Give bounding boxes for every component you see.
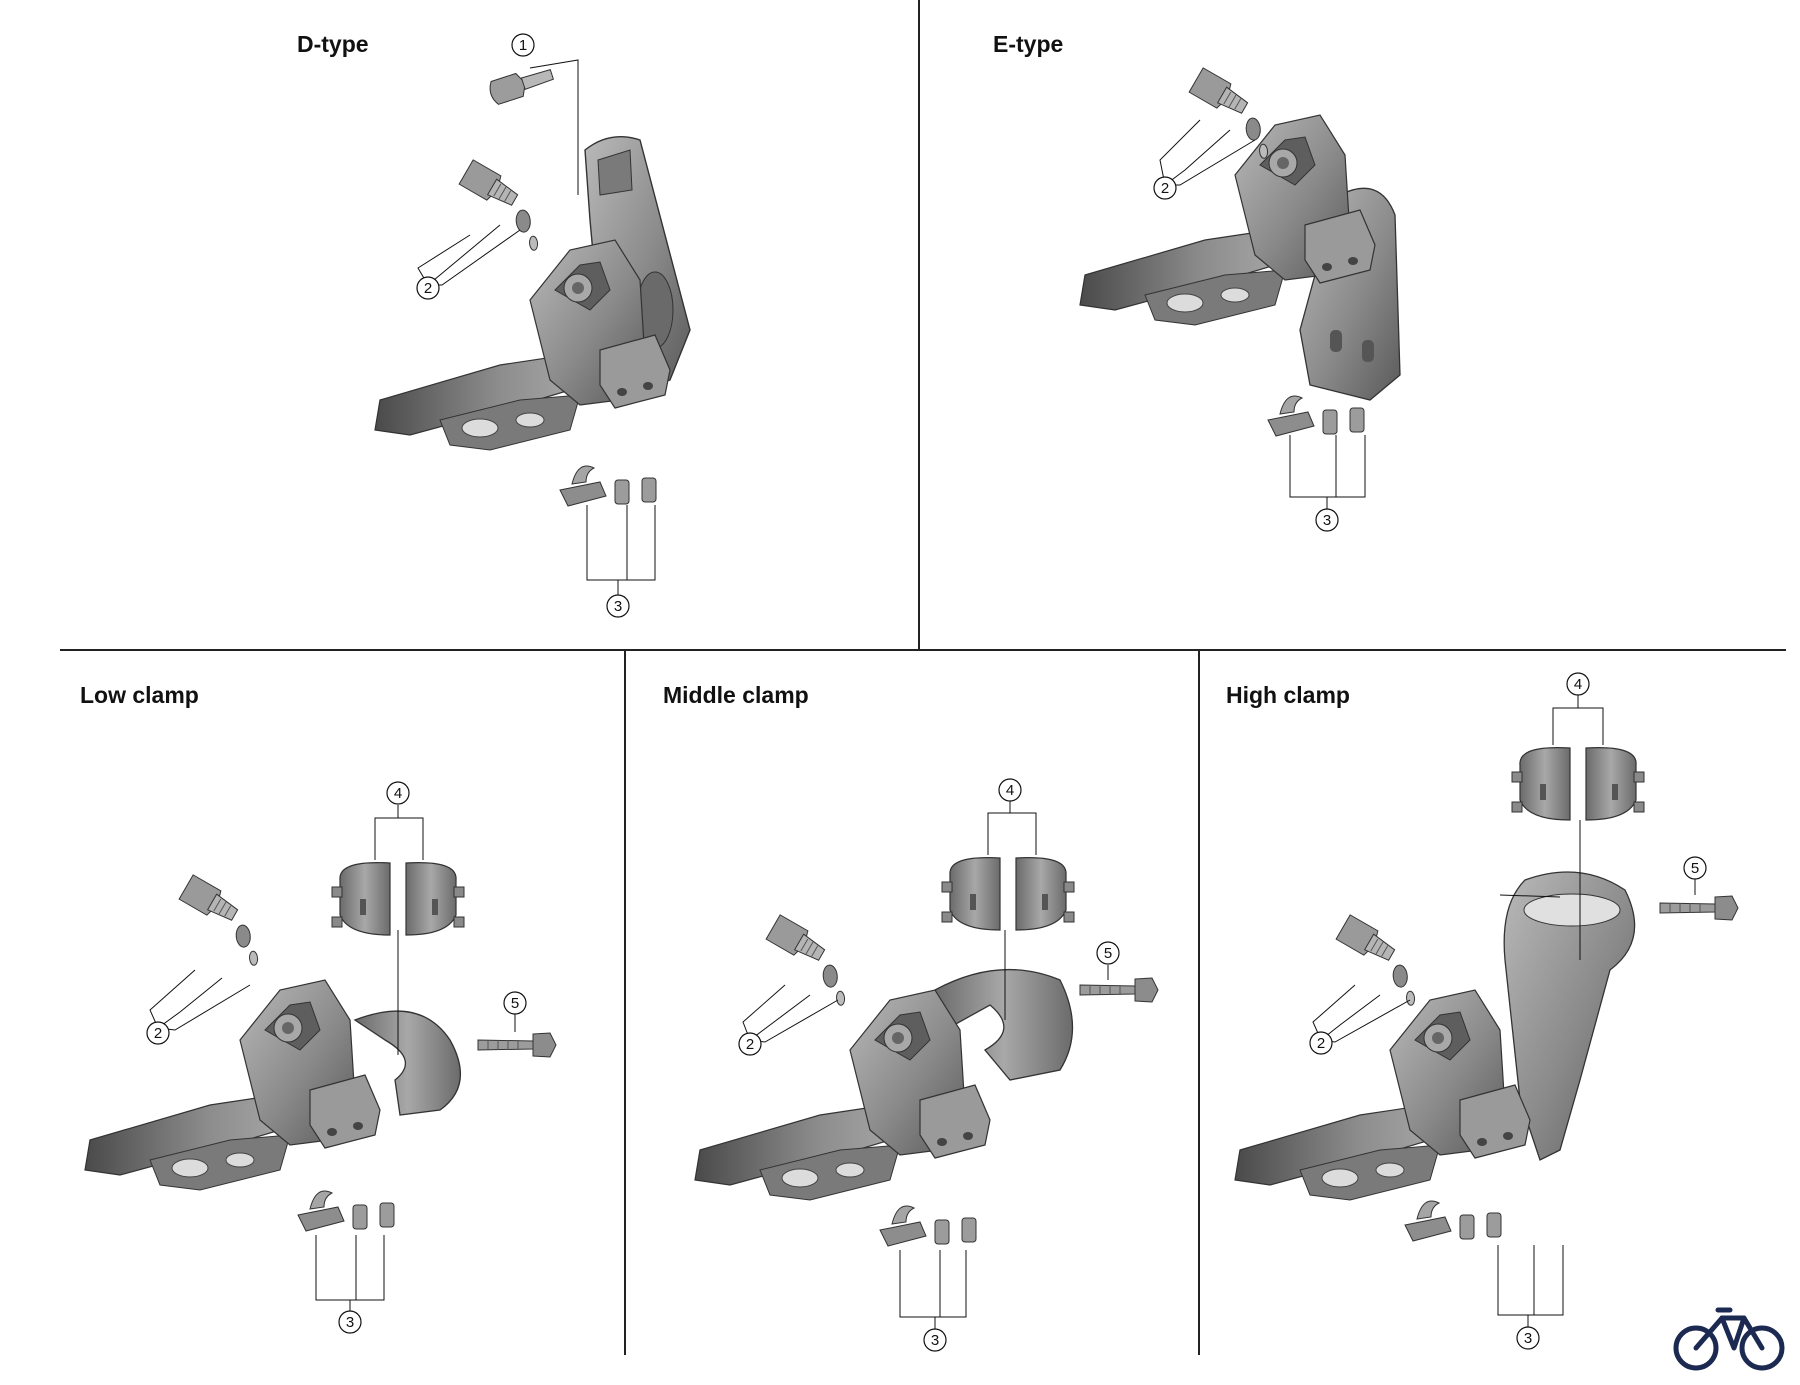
d-type-title: D-type xyxy=(297,31,369,57)
callout-mid-2: 2 xyxy=(746,1036,754,1053)
callout-high-5: 5 xyxy=(1691,860,1699,877)
callout-e-3: 3 xyxy=(1323,512,1331,529)
high-clamp-illustration: 4 5 2 3 xyxy=(1234,672,1739,1350)
high-clamp-title: High clamp xyxy=(1226,682,1350,708)
low-clamp-title: Low clamp xyxy=(80,682,199,708)
callout-low-5: 5 xyxy=(511,995,519,1012)
e-type-illustration: 2 3 xyxy=(1079,67,1401,532)
middle-clamp-title: Middle clamp xyxy=(663,682,809,708)
callout-low-3: 3 xyxy=(346,1314,354,1331)
bicycle-icon xyxy=(1673,1307,1785,1371)
callout-low-4: 4 xyxy=(394,785,402,802)
e-type-title: E-type xyxy=(993,31,1064,57)
middle-clamp-illustration: 4 5 2 3 xyxy=(694,778,1159,1352)
callout-high-2: 2 xyxy=(1317,1035,1325,1052)
callout-mid-5: 5 xyxy=(1104,945,1112,962)
callout-mid-3: 3 xyxy=(931,1332,939,1349)
low-clamp-illustration: 4 5 2 3 xyxy=(84,781,557,1334)
callout-d-1: 1 xyxy=(519,37,527,54)
callout-low-2: 2 xyxy=(154,1025,162,1042)
callout-high-4: 4 xyxy=(1574,676,1582,693)
callout-d-3: 3 xyxy=(614,598,622,615)
callout-high-3: 3 xyxy=(1524,1330,1532,1347)
callout-mid-4: 4 xyxy=(1006,782,1014,799)
d-type-illustration: 1 2 3 xyxy=(374,33,691,618)
callout-d-2: 2 xyxy=(424,280,432,297)
callout-e-2: 2 xyxy=(1161,180,1169,197)
